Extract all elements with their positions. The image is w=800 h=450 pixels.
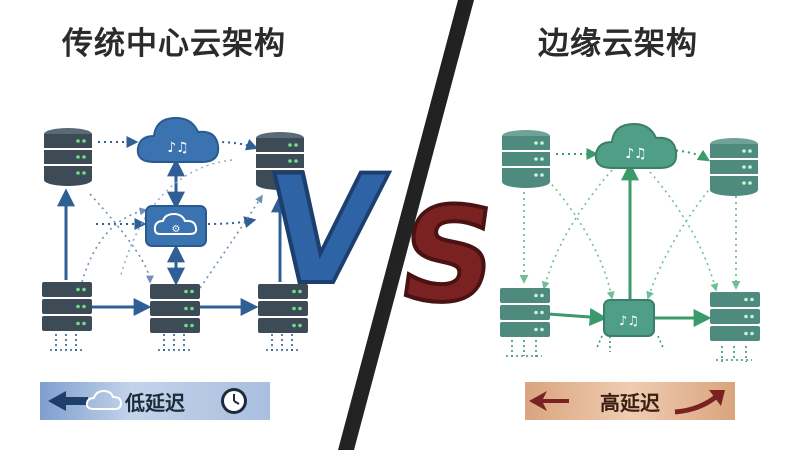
link-dotted bbox=[266, 334, 298, 352]
right-title: 边缘云架构 bbox=[538, 26, 698, 62]
link-dotted bbox=[663, 149, 711, 162]
link-dotted bbox=[215, 139, 259, 151]
left-nodes: ♪♫ ⚙ bbox=[42, 116, 308, 333]
cloud-hub-icon: ♪♫ bbox=[603, 299, 655, 337]
link-dotted bbox=[207, 216, 257, 228]
right-connections bbox=[506, 148, 752, 362]
cloud-music-icon bbox=[85, 389, 123, 410]
database-icon bbox=[502, 130, 550, 188]
server-stack-icon bbox=[42, 282, 92, 331]
database-icon bbox=[256, 132, 304, 190]
left-title: 传统中心云架构 bbox=[62, 26, 286, 62]
cloud-music-icon: ♪♫ bbox=[594, 122, 678, 169]
latency-bar-left-graphics bbox=[48, 388, 247, 414]
server-stack-icon bbox=[150, 284, 200, 333]
latency-bar-right: 高延迟 bbox=[525, 382, 735, 420]
link-dotted bbox=[81, 207, 148, 283]
vs-letter-s: S bbox=[391, 180, 506, 331]
server-stack-icon bbox=[500, 288, 550, 337]
svg-text:♪♫: ♪♫ bbox=[625, 146, 647, 162]
curved-arrow-right-icon bbox=[674, 390, 725, 415]
link-dotted bbox=[119, 159, 233, 279]
database-icon bbox=[710, 138, 758, 196]
link-dotted bbox=[649, 171, 719, 292]
vs-mark: V S bbox=[251, 141, 507, 333]
link-dotted bbox=[506, 340, 542, 358]
clock-icon bbox=[221, 388, 247, 414]
cloud-music-icon: ♪♫ bbox=[136, 116, 220, 163]
link-solid bbox=[547, 307, 608, 326]
cloud-hub-icon: ⚙ bbox=[145, 205, 207, 247]
link-dotted bbox=[50, 334, 82, 352]
left-connections bbox=[50, 136, 298, 352]
latency-label-right: 高延迟 bbox=[600, 390, 660, 415]
link-dotted bbox=[158, 334, 190, 352]
link-dotted bbox=[199, 194, 263, 289]
server-stack-icon bbox=[710, 292, 760, 341]
svg-text:⚙: ⚙ bbox=[172, 224, 181, 235]
database-icon bbox=[44, 128, 92, 186]
svg-text:♪♫: ♪♫ bbox=[619, 314, 639, 329]
link-dotted bbox=[547, 179, 615, 300]
latency-bar-right-graphics bbox=[529, 390, 725, 415]
latency-label-left: 低延迟 bbox=[125, 390, 185, 415]
arrow-left-icon bbox=[48, 391, 88, 411]
link-dotted bbox=[646, 185, 713, 300]
server-stack-icon bbox=[258, 284, 308, 333]
link-dotted bbox=[89, 193, 154, 284]
divider-slash bbox=[338, 0, 474, 450]
svg-text:♪♫: ♪♫ bbox=[167, 140, 189, 156]
link-dotted bbox=[595, 335, 665, 352]
latency-bar-left: 低延迟 bbox=[40, 382, 270, 420]
vs-letter-v: V bbox=[253, 143, 394, 318]
link-dotted bbox=[541, 169, 613, 290]
right-nodes: ♪♫ ♪♫ bbox=[500, 122, 760, 341]
arrow-left-icon bbox=[529, 391, 569, 411]
link-dotted bbox=[716, 346, 752, 362]
